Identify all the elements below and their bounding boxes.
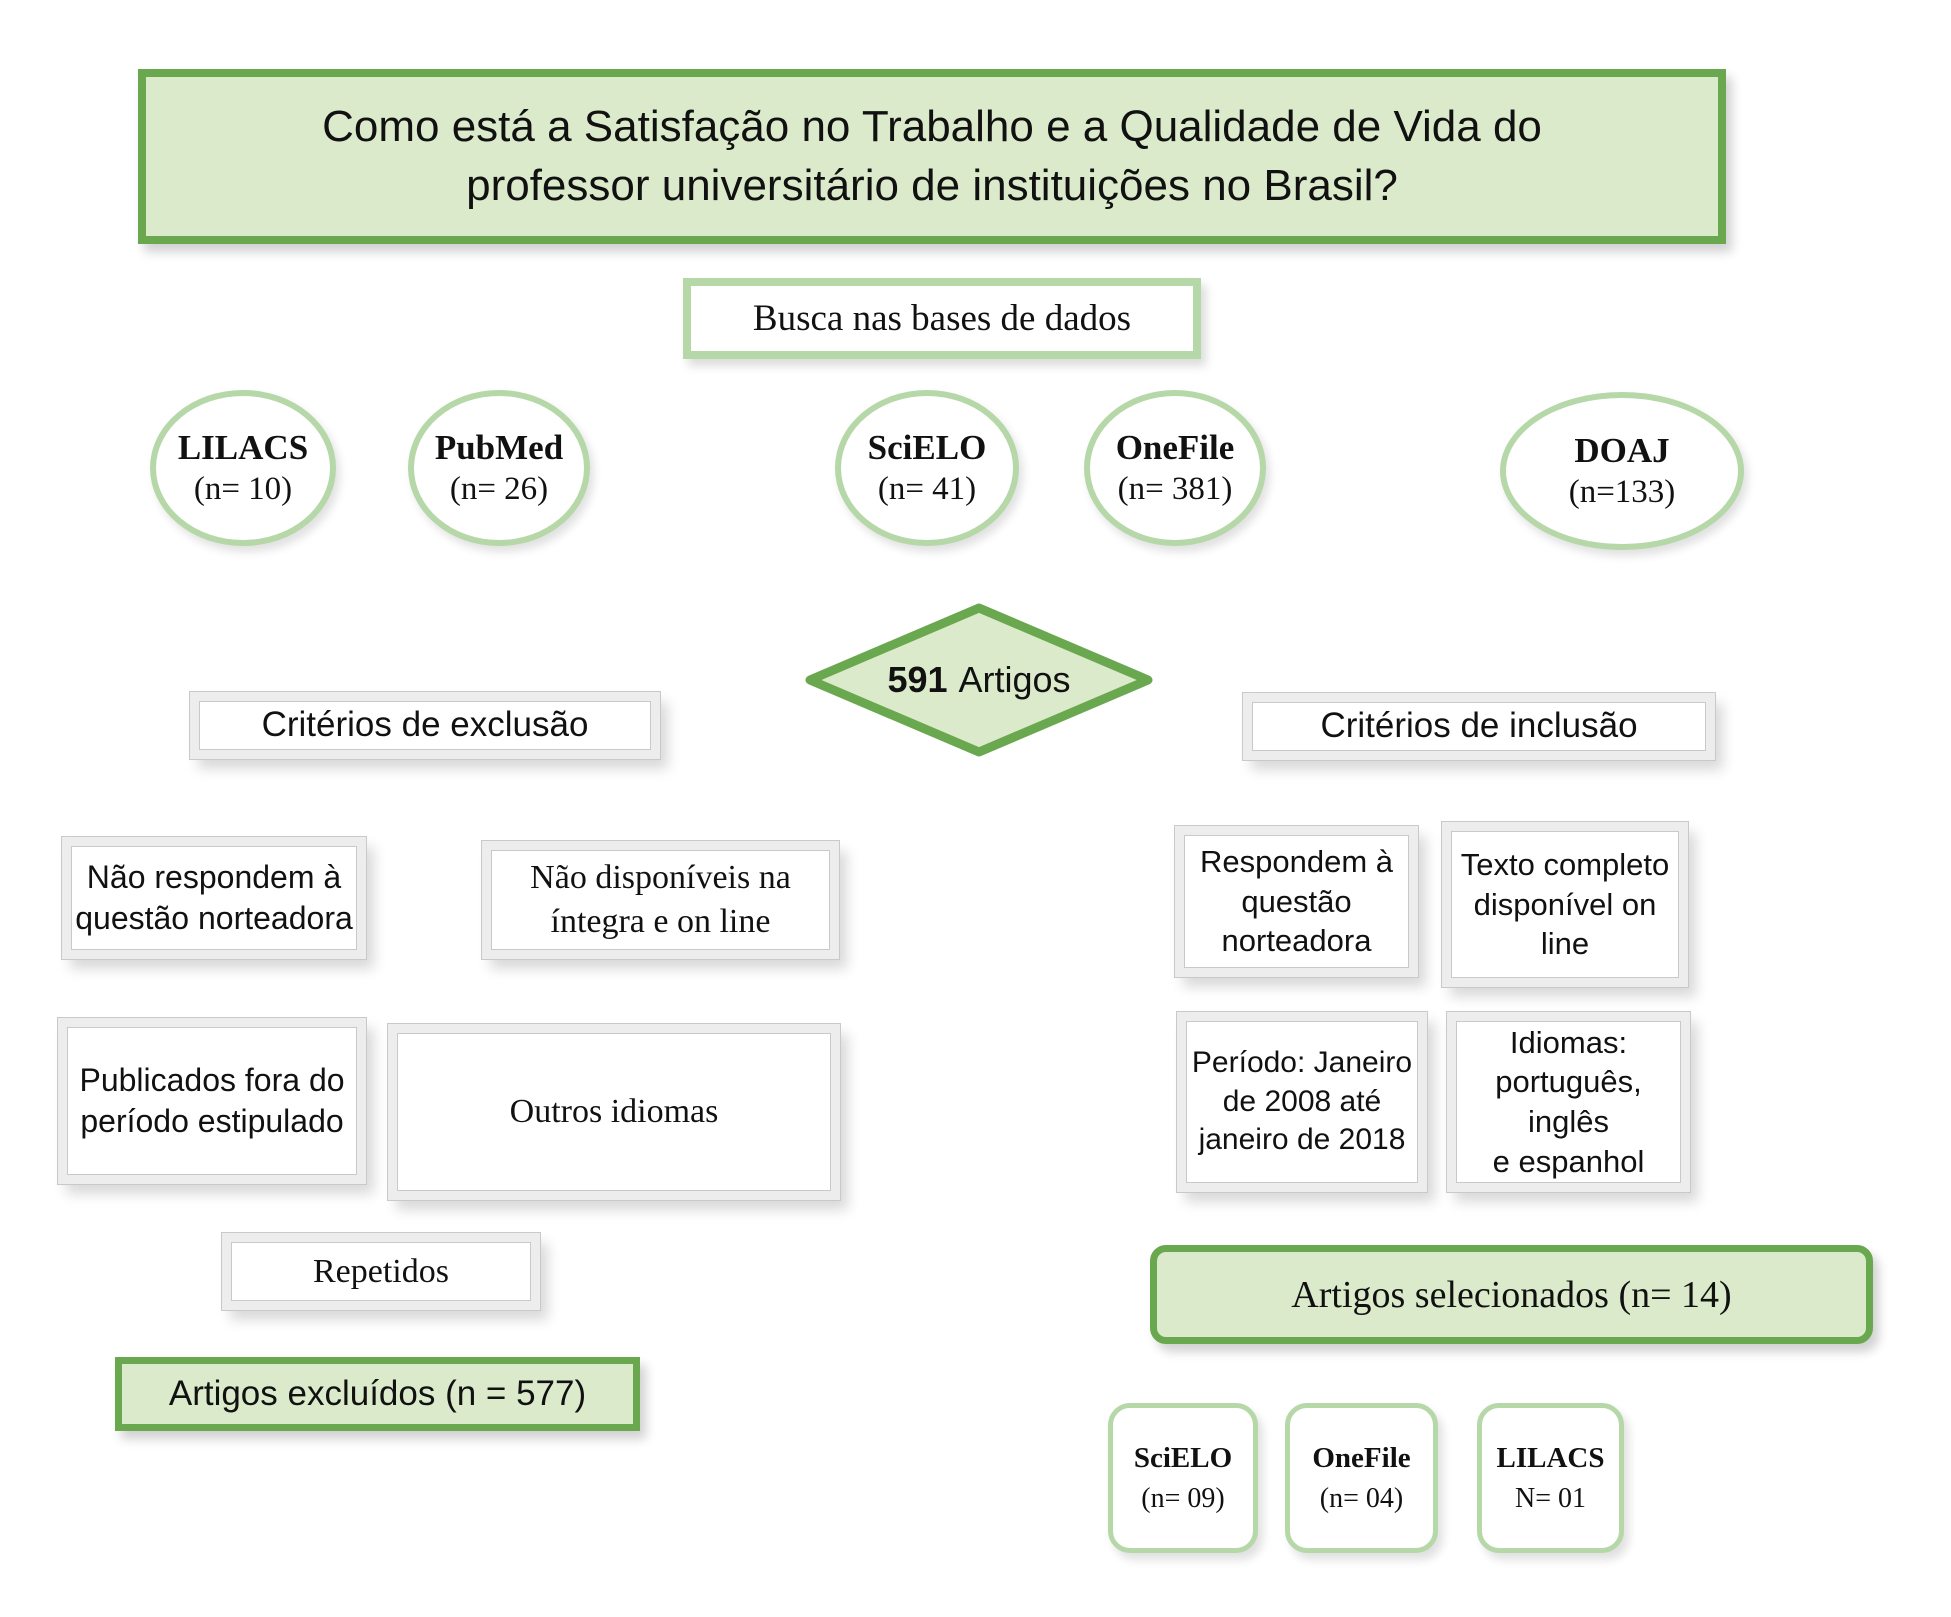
inclusion-criteria-header-text: Critérios de inclusão [1320,706,1638,746]
database-ellipse-pubmed: PubMed (n= 26) [408,390,590,546]
database-name: DOAJ [1574,430,1670,470]
exclusion-criteria-header: Critérios de exclusão [190,692,660,759]
database-count: (n= 381) [1117,471,1233,508]
exclusion-item-nao-respondem: Não respondem à questão norteadora [62,837,366,959]
database-ellipse-doaj: DOAJ (n=133) [1500,392,1744,550]
inclusion-item-idiomas: Idiomas: português, inglês e espanhol [1447,1012,1690,1192]
excluded-articles-text: Artigos excluídos (n = 577) [168,1374,587,1413]
total-articles-word: Artigos [958,659,1071,700]
database-search-label: Busca nas bases de dados [752,298,1132,339]
selected-source-scielo: SciELO (n= 09) [1108,1403,1258,1553]
source-count: (n= 04) [1319,1482,1404,1514]
source-name: OneFile [1312,1442,1411,1475]
exclusion-item-outros-idiomas: Outros idiomas [388,1024,840,1200]
selected-source-lilacs: LILACS N= 01 [1477,1403,1624,1553]
database-search-box: Busca nas bases de dados [683,278,1201,359]
exclusion-item-nao-disponiveis: Não disponíveis na íntegra e on line [482,841,839,959]
research-question-box: Como está a Satisfação no Trabalho e a Q… [138,69,1726,244]
inclusion-item-respondem: Respondem à questão norteadora [1175,826,1418,977]
database-count: (n=133) [1568,474,1676,511]
database-count: (n= 10) [193,471,293,508]
exclusion-criteria-header-text: Critérios de exclusão [261,705,589,745]
inclusion-item-periodo: Período: Janeiro de 2008 até janeiro de … [1177,1012,1427,1192]
database-count: (n= 41) [877,471,977,508]
database-ellipse-scielo: SciELO (n= 41) [835,390,1019,546]
excluded-articles-box: Artigos excluídos (n = 577) [115,1357,640,1431]
selected-source-onefile: OneFile (n= 04) [1285,1403,1438,1553]
database-name: PubMed [434,427,564,467]
selected-articles-text: Artigos selecionados (n= 14) [1291,1273,1732,1316]
database-name: LILACS [177,427,309,467]
inclusion-item-texto-completo: Texto completo disponível on line [1442,822,1688,987]
exclusion-item-repetidos: Repetidos [222,1233,540,1310]
research-question-text: Como está a Satisfação no Trabalho e a Q… [322,102,1542,210]
selected-articles-box: Artigos selecionados (n= 14) [1150,1245,1873,1344]
source-name: LILACS [1496,1442,1605,1475]
source-count: (n= 09) [1141,1482,1225,1514]
database-name: OneFile [1115,427,1235,467]
inclusion-criteria-header: Critérios de inclusão [1243,693,1715,760]
source-count: N= 01 [1514,1482,1586,1514]
total-articles-number: 591 [887,659,948,700]
database-name: SciELO [867,427,987,467]
database-ellipse-onefile: OneFile (n= 381) [1084,390,1266,546]
database-ellipse-lilacs: LILACS (n= 10) [150,390,336,546]
exclusion-item-fora-periodo: Publicados fora do período estipulado [58,1018,366,1184]
source-name: SciELO [1133,1442,1233,1475]
diamond-shape-icon [805,603,1153,757]
database-count: (n= 26) [449,471,549,508]
